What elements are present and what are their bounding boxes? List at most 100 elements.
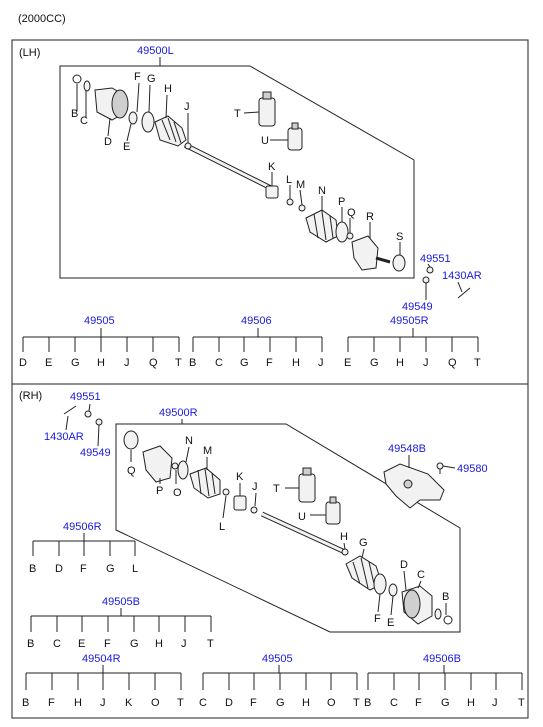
lh-label-g: G bbox=[147, 73, 156, 85]
rh-kit-49505b-item: E bbox=[78, 638, 85, 650]
rh-band-j-icon bbox=[250, 506, 258, 514]
rh-link-49549[interactable]: 49549 bbox=[80, 447, 111, 459]
lh-clamp-p-icon bbox=[335, 221, 349, 243]
lh-kit-49505r-item: J bbox=[423, 357, 429, 369]
lh-kit-49505r-item: E bbox=[344, 357, 351, 369]
lh-label-t: T bbox=[234, 108, 241, 120]
rh-clamp-f-icon bbox=[373, 573, 387, 595]
rh-label-b: B bbox=[442, 591, 449, 603]
lh-label-k: K bbox=[268, 161, 276, 173]
rh-kit-49505b-item: J bbox=[181, 638, 187, 650]
lh-label-q: Q bbox=[347, 207, 356, 219]
rh-kit-49505b-item: H bbox=[155, 638, 163, 650]
rh-kit-49505b-item: C bbox=[53, 638, 61, 650]
rh-kit-49505b-item: G bbox=[130, 638, 139, 650]
rh-kit-49505b-item: T bbox=[207, 638, 214, 650]
rh-clamp-n-icon bbox=[177, 460, 189, 480]
lh-clamp-q-icon bbox=[346, 232, 354, 240]
lh-assembly-link[interactable]: 49500L bbox=[137, 45, 174, 57]
rh-kit-49506r-item: B bbox=[29, 563, 36, 575]
rh-label-g: G bbox=[359, 537, 368, 549]
rh-label-t: T bbox=[273, 483, 280, 495]
rh-link-49551[interactable]: 49551 bbox=[70, 391, 101, 403]
rh-pin-icon bbox=[63, 405, 77, 415]
lh-label-c: C bbox=[80, 115, 88, 127]
rh-kit-49505-code[interactable]: 49505 bbox=[262, 653, 293, 665]
rh-inner-boot-icon bbox=[189, 467, 221, 499]
lh-kit-49505r-item: H bbox=[396, 357, 404, 369]
lh-clamp-e-icon bbox=[128, 111, 138, 125]
rh-kit-49505b-code[interactable]: 49505B bbox=[102, 596, 140, 608]
lh-kit-49506-item: J bbox=[318, 357, 324, 369]
rh-band-h-icon bbox=[341, 548, 349, 556]
rh-washer-icon bbox=[95, 418, 103, 426]
lh-link-1430ar[interactable]: 1430AR bbox=[442, 270, 482, 282]
lh-kit-49505-item: Q bbox=[149, 357, 158, 369]
rh-snap-ring-icon bbox=[434, 608, 442, 620]
rh-kit-49504r-item: J bbox=[100, 697, 106, 709]
rh-link-1430ar[interactable]: 1430AR bbox=[44, 431, 84, 443]
lh-kit-49505-code[interactable]: 49505 bbox=[84, 315, 115, 327]
rh-link-49580[interactable]: 49580 bbox=[457, 463, 488, 475]
rh-label-l: L bbox=[219, 521, 225, 533]
lh-label-h: H bbox=[164, 83, 172, 95]
rh-kit-49505b-item: B bbox=[27, 638, 34, 650]
lh-kit-49506-item: B bbox=[189, 357, 196, 369]
lh-link-49549[interactable]: 49549 bbox=[402, 301, 433, 313]
lh-label-m: M bbox=[296, 179, 305, 191]
lh-label-p: P bbox=[338, 196, 345, 208]
rh-kit-49506r-code[interactable]: 49506R bbox=[63, 521, 102, 533]
rh-clamp-e-icon bbox=[388, 583, 398, 597]
rh-kit-49504r-code[interactable]: 49504R bbox=[82, 653, 121, 665]
rh-kit-49506b-item: C bbox=[390, 697, 398, 709]
rh-kit-49505-item: T bbox=[353, 697, 360, 709]
lh-outer-boot-icon bbox=[154, 115, 187, 147]
rh-section-frame bbox=[11, 383, 529, 719]
lh-damper-k-icon bbox=[265, 185, 279, 199]
lh-kit-49506-item: C bbox=[215, 357, 223, 369]
lh-grease-u-icon bbox=[287, 127, 303, 151]
rh-label-j: J bbox=[252, 481, 258, 493]
rh-bolt-icon bbox=[436, 462, 444, 470]
rh-damper-k-icon bbox=[233, 495, 247, 511]
lh-kit-49505r-item: G bbox=[370, 357, 379, 369]
lh-kit-49506-code[interactable]: 49506 bbox=[241, 315, 272, 327]
lh-band-l-icon bbox=[286, 198, 294, 206]
rh-link-49548b[interactable]: 49548B bbox=[388, 443, 426, 455]
rh-kit-49504r: 49504R B F H J K O T bbox=[22, 653, 184, 709]
rh-kit-49505-item: H bbox=[302, 697, 310, 709]
lh-kit-49506: 49506 B C G F H J bbox=[189, 315, 324, 369]
lh-band-m-icon bbox=[298, 204, 306, 212]
lh-kit-49505-item: E bbox=[45, 357, 52, 369]
rh-circlip-icon bbox=[443, 615, 453, 625]
lh-kit-49505-item: T bbox=[175, 357, 182, 369]
rh-band-l-icon bbox=[222, 488, 230, 496]
rh-kit-49505: 49505 C D F G H O T bbox=[199, 653, 360, 709]
lh-kit-49506-item: H bbox=[292, 357, 300, 369]
rh-label-e: E bbox=[387, 617, 394, 629]
rh-label-m: M bbox=[203, 445, 212, 457]
lh-kit-49506-item: F bbox=[266, 357, 273, 369]
lh-inner-joint-icon bbox=[351, 235, 379, 271]
rh-kit-49506b-item: J bbox=[492, 697, 498, 709]
rh-bracket-icon bbox=[383, 463, 445, 509]
rh-assembly-link[interactable]: 49500R bbox=[159, 407, 198, 419]
lh-kit-49505r: 49505R E G H J Q T bbox=[344, 315, 481, 369]
lh-label-b: B bbox=[71, 108, 78, 120]
lh-kit-49505r-item: T bbox=[474, 357, 481, 369]
rh-kit-49506b-code[interactable]: 49506B bbox=[423, 653, 461, 665]
lh-kit-49505-item: J bbox=[124, 357, 130, 369]
lh-grease-t-icon bbox=[258, 97, 276, 127]
rh-kit-49506b-item: T bbox=[518, 697, 525, 709]
lh-link-49551[interactable]: 49551 bbox=[420, 253, 451, 265]
rh-label-o: O bbox=[173, 487, 182, 499]
lh-washer-icon bbox=[422, 276, 430, 284]
rh-kit-49506b-item: H bbox=[467, 697, 475, 709]
rh-label-p: P bbox=[156, 485, 163, 497]
rh-kit-49505-item: D bbox=[225, 697, 233, 709]
rh-kit-49504r-item: B bbox=[22, 697, 29, 709]
rh-kit-49505-item: C bbox=[199, 697, 207, 709]
rh-kit-49504r-item: O bbox=[151, 697, 160, 709]
lh-kit-49505r-code[interactable]: 49505R bbox=[390, 315, 429, 327]
